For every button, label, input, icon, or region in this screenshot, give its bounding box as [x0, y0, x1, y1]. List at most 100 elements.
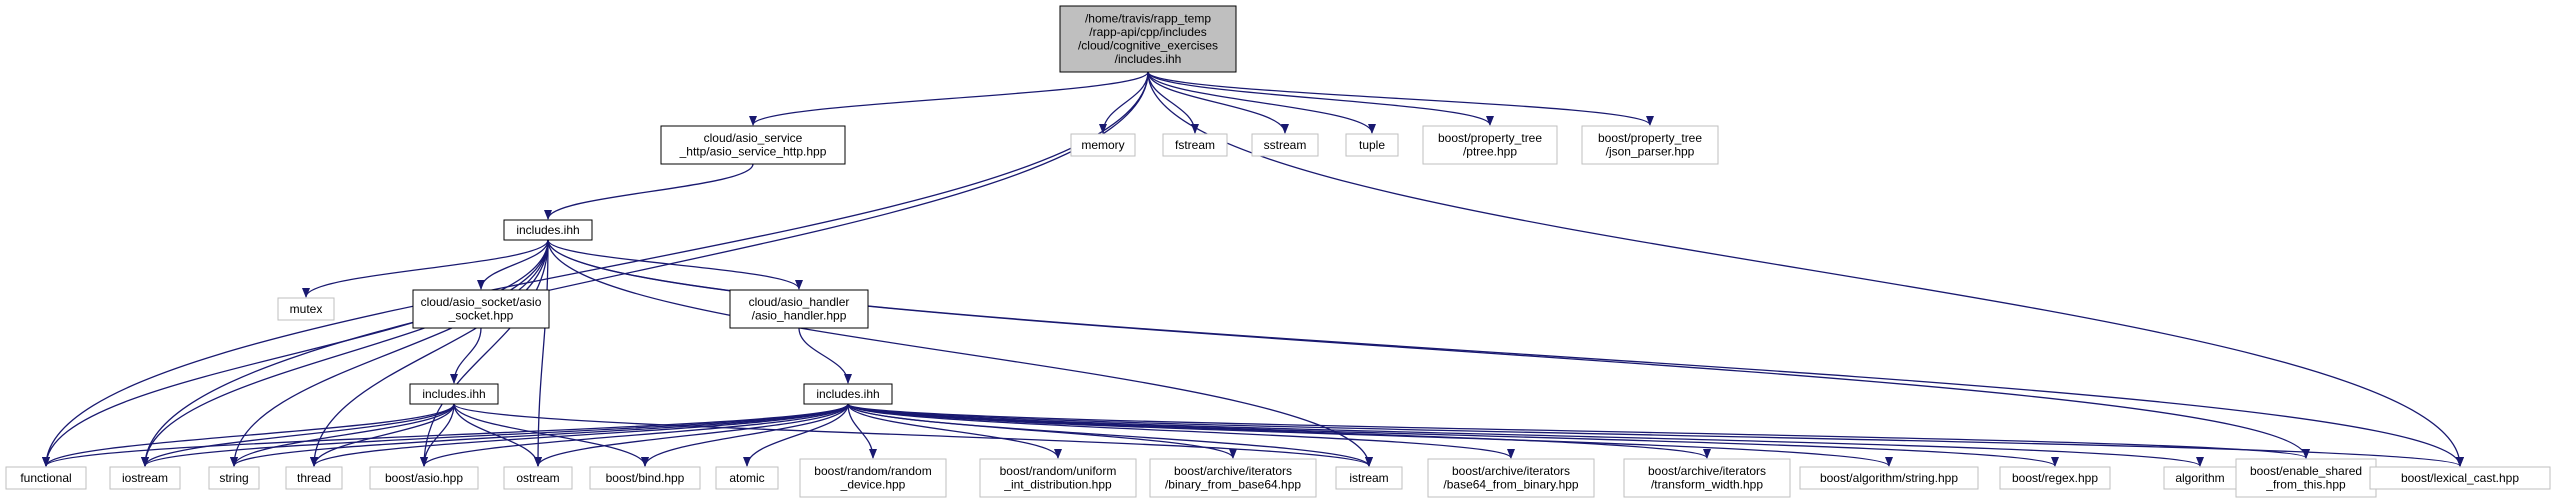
node-json_parser: boost/property_tree/json_parser.hpp [1581, 125, 1719, 165]
node-label-fstream-line-0: fstream [1175, 138, 1215, 152]
node-asio_socket[interactable]: cloud/asio_socket/asio_socket.hpp [412, 289, 550, 329]
node-inc2[interactable]: includes.ihh [409, 383, 499, 405]
node-ostream: ostream [503, 466, 573, 490]
node-box-ostream [503, 466, 573, 490]
edge-root-to-ptree [1147, 71, 1494, 126]
node-inc1[interactable]: includes.ihh [503, 219, 593, 241]
node-box-root [1059, 5, 1237, 73]
node-label-ostream-line-0: ostream [516, 471, 559, 485]
node-label-binary_from_base64-line-0: boost/archive/iterators [1174, 464, 1292, 478]
node-label-tuple-line-0: tuple [1359, 138, 1385, 152]
edge-inc1-to-iostream [141, 239, 549, 467]
node-box-memory [1070, 133, 1136, 157]
node-label-root-line-0: /home/travis/rapp_temp [1085, 12, 1211, 26]
node-box-lexical_cast [2369, 466, 2551, 490]
nodes-layer: /home/travis/rapp_temp/rapp-api/cpp/incl… [5, 5, 2551, 498]
edge-root-to-asio_service_http [749, 71, 1149, 126]
node-box-regex [1999, 466, 2111, 490]
node-label-boost_bind-line-0: boost/bind.hpp [606, 471, 685, 485]
edge-inc1-to-boost_asio [420, 239, 549, 467]
node-box-boost_asio [369, 466, 479, 490]
node-sstream: sstream [1251, 133, 1319, 157]
node-label-asio_service_http-line-1: _http/asio_service_http.hpp [679, 145, 827, 159]
edge-inc2-to-istream [453, 403, 1373, 467]
node-box-sstream [1251, 133, 1319, 157]
node-box-transform_width [1623, 458, 1791, 498]
edge-inc3-to-random_device [847, 403, 877, 459]
edge-inc3-to-uniform_int [847, 403, 1062, 459]
node-box-enable_shared [2235, 458, 2377, 498]
edge-inc3-to-boost_bind [641, 403, 849, 467]
node-box-asio_service_http [660, 125, 846, 165]
node-box-uniform_int [979, 458, 1137, 498]
node-uniform_int: boost/random/uniform_int_distribution.hp… [979, 458, 1137, 498]
edge-root-to-lexical_cast [1147, 71, 2464, 467]
node-box-random_device [799, 458, 947, 498]
edge-inc3-to-regex [847, 403, 2059, 467]
node-label-enable_shared-line-1: _from_this.hpp [2265, 478, 2346, 492]
node-box-inc2 [409, 383, 499, 405]
edge-inc2-to-thread [310, 403, 455, 467]
node-label-sstream-line-0: sstream [1264, 138, 1307, 152]
node-label-ptree-line-1: /ptree.hpp [1463, 145, 1517, 159]
node-enable_shared: boost/enable_shared_from_this.hpp [2235, 458, 2377, 498]
edge-root-to-fstream [1147, 71, 1199, 134]
node-iostream: iostream [109, 466, 181, 490]
edge-inc3-to-atomic [743, 403, 849, 467]
node-box-thread [285, 466, 343, 490]
node-root[interactable]: /home/travis/rapp_temp/rapp-api/cpp/incl… [1059, 5, 1237, 73]
node-label-root-line-2: /cloud/cognitive_exercises [1078, 39, 1218, 53]
node-box-algo_string [1799, 466, 1979, 490]
node-algo_string: boost/algorithm/string.hpp [1799, 466, 1979, 490]
edge-inc3-to-algo_string [847, 403, 1893, 467]
node-label-ptree-line-0: boost/property_tree [1438, 131, 1542, 145]
edge-asio_handler-to-inc3 [798, 327, 852, 384]
edge-inc2-to-functional [42, 403, 455, 467]
edge-root-to-iostream [141, 71, 1149, 467]
node-asio_service_http[interactable]: cloud/asio_service_http/asio_service_htt… [660, 125, 846, 165]
node-label-inc2-line-0: includes.ihh [422, 387, 485, 401]
edge-inc3-to-string [230, 403, 849, 467]
node-box-iostream [109, 466, 181, 490]
node-box-base64_from_binary [1427, 458, 1595, 498]
node-box-json_parser [1581, 125, 1719, 165]
node-label-inc1-line-0: includes.ihh [516, 223, 579, 237]
node-box-tuple [1345, 133, 1399, 157]
node-label-json_parser-line-0: boost/property_tree [1598, 131, 1702, 145]
node-box-functional [5, 466, 87, 490]
node-label-transform_width-line-0: boost/archive/iterators [1648, 464, 1766, 478]
node-box-fstream [1162, 133, 1228, 157]
edge-root-to-json_parser [1147, 71, 1654, 126]
edge-inc3-to-ostream [534, 403, 849, 467]
edge-inc2-to-iostream [141, 403, 455, 467]
node-label-binary_from_base64-line-1: /binary_from_base64.hpp [1165, 478, 1301, 492]
node-transform_width: boost/archive/iterators/transform_width.… [1623, 458, 1791, 498]
node-ptree: boost/property_tree/ptree.hpp [1422, 125, 1558, 165]
node-label-random_device-line-1: _device.hpp [840, 478, 906, 492]
node-lexical_cast: boost/lexical_cast.hpp [2369, 466, 2551, 490]
edge-inc1-to-enable_shared [547, 239, 2310, 459]
node-thread: thread [285, 466, 343, 490]
node-label-atomic-line-0: atomic [729, 471, 764, 485]
node-label-root-line-1: /rapp-api/cpp/includes [1089, 25, 1206, 39]
node-label-asio_handler-line-0: cloud/asio_handler [749, 295, 850, 309]
node-boost_asio: boost/asio.hpp [369, 466, 479, 490]
node-box-mutex [277, 297, 335, 321]
node-label-inc3-line-0: includes.ihh [816, 387, 879, 401]
node-istream: istream [1335, 466, 1403, 490]
node-box-boost_bind [589, 466, 701, 490]
node-memory: memory [1070, 133, 1136, 157]
node-asio_handler[interactable]: cloud/asio_handler/asio_handler.hpp [729, 289, 869, 329]
node-boost_bind: boost/bind.hpp [589, 466, 701, 490]
node-tuple: tuple [1345, 133, 1399, 157]
node-inc3[interactable]: includes.ihh [803, 383, 893, 405]
node-binary_from_base64: boost/archive/iterators/binary_from_base… [1149, 458, 1317, 498]
node-label-asio_socket-line-0: cloud/asio_socket/asio [421, 295, 542, 309]
edge-inc3-to-enable_shared [847, 403, 2310, 459]
node-label-thread-line-0: thread [297, 471, 331, 485]
node-atomic: atomic [715, 466, 779, 490]
node-label-algo_string-line-0: boost/algorithm/string.hpp [1820, 471, 1958, 485]
node-label-base64_from_binary-line-1: /base64_from_binary.hpp [1443, 478, 1579, 492]
edge-inc3-to-algorithm [847, 403, 2204, 467]
